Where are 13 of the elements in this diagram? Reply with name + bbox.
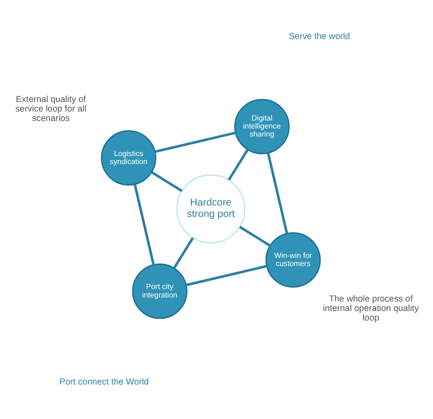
connector	[154, 132, 236, 153]
connector	[185, 264, 267, 286]
connector	[172, 237, 194, 269]
label: External quality of service loop for all scenarios	[14, 94, 86, 123]
label: Serve the world	[288, 31, 350, 42]
label: Port connect the World	[58, 376, 148, 386]
connector	[133, 184, 154, 266]
label: The whole process of internal operation quality loop	[322, 294, 418, 322]
connector	[150, 171, 182, 192]
connector	[238, 226, 270, 247]
connector	[266, 152, 288, 234]
node-circle: Hardcore strong port	[176, 174, 245, 244]
connector	[227, 149, 248, 181]
